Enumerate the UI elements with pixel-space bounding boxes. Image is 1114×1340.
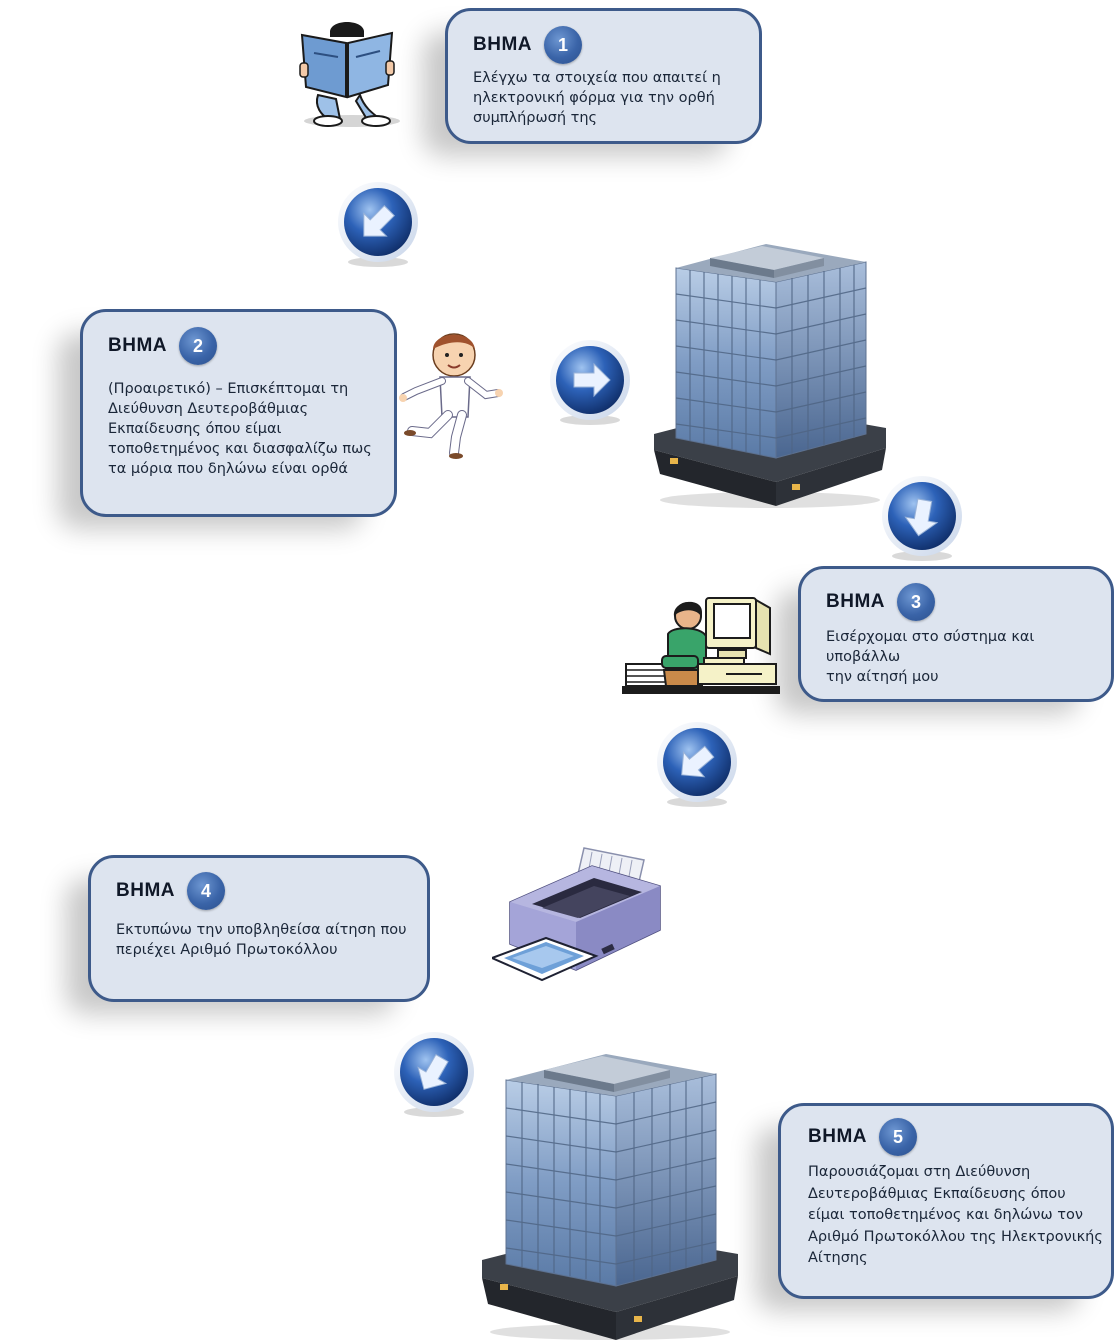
printer-icon [492,847,661,982]
step-2-number: 2 [179,327,217,365]
step-5-text: Παρουσιάζομαι στη Διεύθυνση Δευτεροβάθμι… [808,1164,1103,1266]
step-3-box: ΒΗΜΑ 3 Εισέρχομαι στο σύστημα και υποβάλ… [798,566,1114,702]
reading-person-icon [299,22,400,127]
walking-boy-icon [399,333,503,459]
step-2-box: ΒΗΜΑ 2 (Προαιρετικό) – Επισκέπτομαι τη Δ… [80,309,397,517]
office-building-icon [654,244,886,508]
step-4-text: Εκτυπώνω την υποβληθείσα αίτηση που περι… [116,922,407,958]
step-5-box: ΒΗΜΑ 5 Παρουσιάζομαι στη Διεύθυνση Δευτε… [778,1103,1114,1299]
arrow-circle-icon [338,182,418,267]
step-3-text: Εισέρχομαι στο σύστημα και υποβάλλω την … [826,629,1035,685]
step-1-header: ΒΗΜΑ 1 [473,26,582,64]
step-3-number: 3 [897,583,935,621]
step-4-number: 4 [187,872,225,910]
step-4-header: ΒΗΜΑ 4 [116,872,225,910]
step-2-title: ΒΗΜΑ [108,335,167,356]
arrow-circle-icon [394,1032,474,1117]
arrow-circle-icon [657,722,737,807]
office-building-icon [482,1054,738,1340]
step-1-number: 1 [544,26,582,64]
step-5-header: ΒΗΜΑ 5 [808,1118,917,1156]
step-5-title: ΒΗΜΑ [808,1126,867,1147]
step-1-title: ΒΗΜΑ [473,34,532,55]
step-1-text: Ελέγχω τα στοιχεία που απαιτεί η ηλεκτρο… [473,70,721,126]
step-5-number: 5 [879,1118,917,1156]
step-4-title: ΒΗΜΑ [116,880,175,901]
step-3-header: ΒΗΜΑ 3 [826,583,935,621]
step-3-title: ΒΗΜΑ [826,591,885,612]
step-4-box: ΒΗΜΑ 4 Εκτυπώνω την υποβληθείσα αίτηση π… [88,855,430,1002]
arrow-circle-icon [550,340,630,425]
step-2-header: ΒΗΜΑ 2 [108,327,217,365]
step-1-box: ΒΗΜΑ 1 Ελέγχω τα στοιχεία που απαιτεί η … [445,8,762,144]
person-at-computer-icon [622,597,780,694]
arrow-circle-icon [882,476,962,561]
step-2-text: (Προαιρετικό) – Επισκέπτομαι τη Διεύθυνσ… [108,381,372,477]
